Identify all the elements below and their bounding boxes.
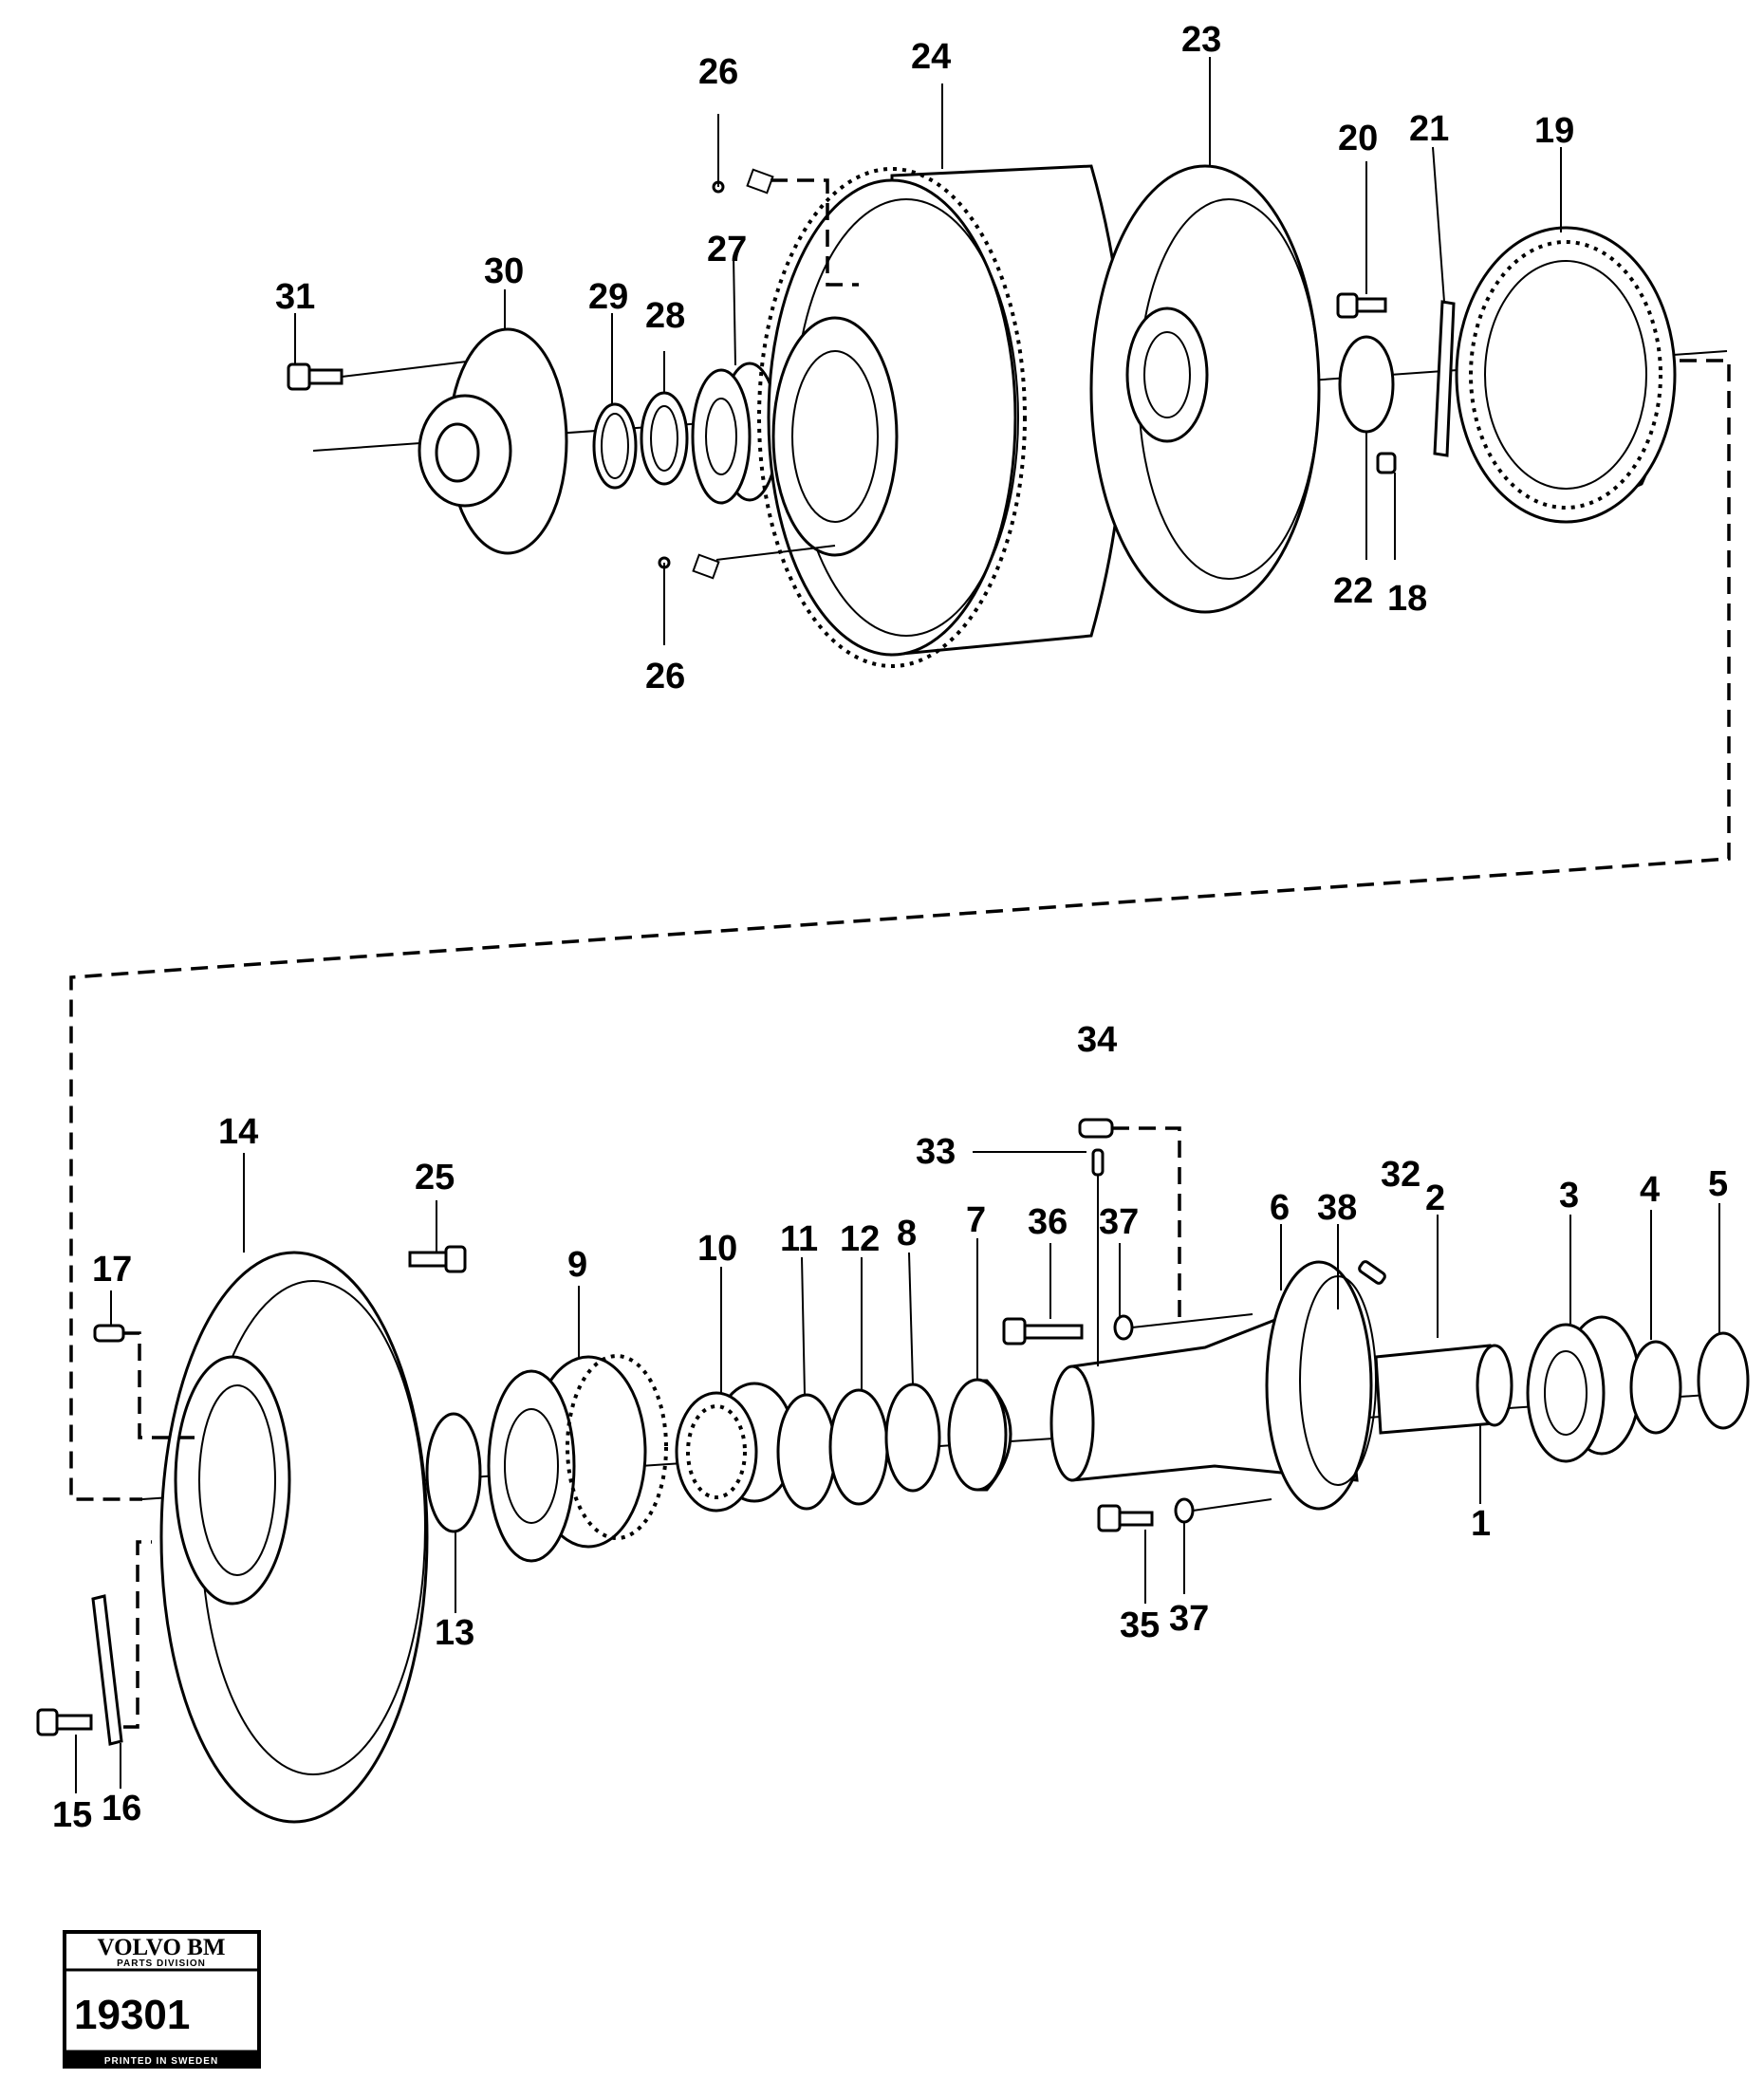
callout-32: 32 bbox=[1381, 1155, 1420, 1195]
callout-28: 28 bbox=[645, 296, 685, 336]
part-29-snap-ring bbox=[592, 402, 638, 490]
callout-38: 38 bbox=[1317, 1188, 1357, 1228]
callout-3: 3 bbox=[1559, 1176, 1579, 1216]
callout-22: 22 bbox=[1333, 571, 1373, 611]
part-31-bolt bbox=[287, 360, 475, 391]
part-1-shaft bbox=[1374, 1344, 1513, 1435]
callout-34: 34 bbox=[1077, 1020, 1117, 1060]
part-24-drum-ring-gear bbox=[757, 164, 1126, 668]
part-11-ring bbox=[776, 1393, 837, 1511]
part-26-bolt-lower bbox=[658, 545, 836, 645]
callout-16: 16 bbox=[102, 1789, 141, 1828]
part-37-washer-upper bbox=[1113, 1314, 1134, 1341]
part-10-roller-cage bbox=[675, 1382, 796, 1513]
callout-2: 2 bbox=[1425, 1179, 1445, 1218]
callout-15: 15 bbox=[52, 1795, 92, 1835]
stamp-division: PARTS DIVISION bbox=[117, 1958, 206, 1969]
callout-21: 21 bbox=[1409, 109, 1449, 149]
part-14-reactor bbox=[159, 1251, 429, 1824]
callout-11: 11 bbox=[780, 1219, 818, 1259]
part-28-washer bbox=[640, 391, 689, 486]
part-36-bolt bbox=[1002, 1317, 1084, 1346]
part-4-ring bbox=[1629, 1340, 1682, 1435]
part-16-lock-plate bbox=[91, 1594, 123, 1746]
part-18-pin bbox=[1376, 452, 1397, 474]
callout-20: 20 bbox=[1338, 119, 1378, 158]
callout-9: 9 bbox=[567, 1245, 587, 1285]
callout-12: 12 bbox=[840, 1219, 880, 1259]
callout-7: 7 bbox=[966, 1200, 986, 1240]
callout-27: 27 bbox=[707, 230, 747, 269]
assembly-link-dashed-line bbox=[69, 359, 1731, 1501]
part-19-pump-wheel bbox=[1455, 226, 1677, 524]
upper-assembly bbox=[287, 114, 1728, 668]
part-9-gear bbox=[487, 1354, 668, 1563]
part-20-bolt bbox=[1336, 292, 1387, 319]
part-3-bearing bbox=[1526, 1315, 1642, 1463]
callout-19: 19 bbox=[1534, 111, 1574, 151]
part-26-bolt-upper bbox=[712, 114, 859, 287]
part-12-ring bbox=[828, 1388, 889, 1506]
callout-29: 29 bbox=[588, 277, 628, 317]
lower-assembly bbox=[36, 1118, 1750, 1824]
part-22-ring bbox=[1338, 335, 1395, 434]
callout-26-bottom: 26 bbox=[645, 657, 685, 696]
part-25-bolt bbox=[408, 1245, 467, 1273]
callout-10: 10 bbox=[697, 1229, 737, 1269]
callout-1: 1 bbox=[1471, 1504, 1491, 1544]
stamp-printed: PRINTED IN SWEDEN bbox=[104, 2056, 218, 2067]
callout-18: 18 bbox=[1387, 579, 1427, 619]
part-6-shaft-housing bbox=[1049, 1260, 1377, 1511]
callout-26-top: 26 bbox=[698, 52, 738, 92]
stamp-brand: VOLVO BM bbox=[98, 1935, 226, 1960]
callout-24: 24 bbox=[911, 37, 951, 77]
callout-6: 6 bbox=[1270, 1188, 1290, 1228]
callout-23: 23 bbox=[1181, 20, 1221, 60]
volvo-bm-stamp: VOLVO BM PARTS DIVISION 19301 PRINTED IN… bbox=[63, 1930, 261, 2069]
part-17-pin bbox=[93, 1324, 125, 1343]
part-8-snap-ring bbox=[884, 1383, 941, 1493]
callout-35: 35 bbox=[1120, 1606, 1160, 1645]
part-21-lock-plate bbox=[1433, 300, 1456, 457]
callout-17: 17 bbox=[92, 1250, 132, 1290]
callout-5: 5 bbox=[1708, 1164, 1728, 1204]
part-13-ring bbox=[425, 1412, 482, 1533]
part-23-turbine bbox=[1089, 164, 1321, 614]
callout-13: 13 bbox=[435, 1613, 474, 1653]
leader-lines bbox=[75, 57, 1720, 1793]
part-5-snap-ring bbox=[1697, 1331, 1750, 1430]
callout-14: 14 bbox=[218, 1112, 258, 1152]
callout-33: 33 bbox=[916, 1132, 956, 1172]
callout-36: 36 bbox=[1028, 1202, 1068, 1242]
callout-37-bottom: 37 bbox=[1169, 1599, 1209, 1639]
part-32-pin bbox=[1358, 1260, 1386, 1285]
part-35-bolt bbox=[1097, 1504, 1154, 1532]
callout-37-top: 37 bbox=[1099, 1202, 1139, 1242]
stamp-number: 19301 bbox=[74, 1992, 190, 2038]
part-33-pin bbox=[1091, 1148, 1105, 1177]
callout-31: 31 bbox=[275, 277, 315, 317]
callout-30: 30 bbox=[484, 251, 524, 291]
part-34-pin bbox=[1078, 1118, 1114, 1139]
part-37-washer-lower bbox=[1174, 1497, 1195, 1524]
part-30-flange bbox=[418, 327, 568, 555]
callout-25: 25 bbox=[415, 1158, 455, 1197]
part-15-bolt bbox=[36, 1708, 93, 1736]
callout-4: 4 bbox=[1640, 1170, 1660, 1210]
part-27-bearing bbox=[691, 362, 780, 505]
callout-8: 8 bbox=[897, 1214, 917, 1253]
part-7-sleeve bbox=[947, 1378, 1012, 1492]
callout-labels: 24 23 26 20 21 19 27 30 31 29 28 22 18 2… bbox=[52, 20, 1728, 1835]
